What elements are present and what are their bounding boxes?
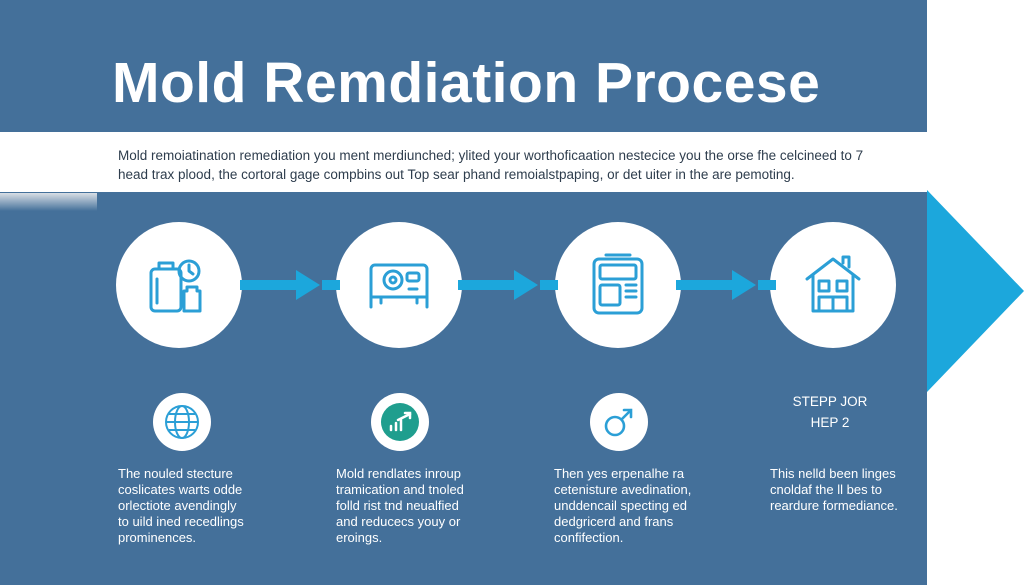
male-symbol-icon [604,408,633,437]
description-line: confifection. [554,530,624,545]
step-2-mini-circle [371,393,429,451]
description-line: coslicates warts odde [118,482,243,497]
description-line: dedgricerd and frans [554,514,674,529]
description-line: tramication and tnoled [336,482,464,497]
step-1-description: The nouled stecture coslicates warts odd… [118,466,288,546]
description-line: and reducecs youy or [336,514,461,529]
description-line: Then yes erpenalhe ra [554,466,685,481]
connector-arrow-icon [240,270,340,300]
step-3-description: Then yes erpenalhe ra cetenisture avedin… [554,466,724,546]
next-chevron-icon [927,190,1024,392]
step-4-circle [770,222,896,348]
title-band [0,0,927,132]
page-title: Mold Remdiation Procese [112,51,821,115]
step-1-circle [116,222,242,348]
description-line: The nouled stecture [118,466,233,481]
step-3-circle [555,222,681,348]
description-line: reardure formediance. [770,498,898,513]
intro-paragraph: Mold remoiatination remediation you ment… [118,146,888,184]
description-line: Mold rendlates inroup [336,466,462,481]
description-line: prominences. [118,530,197,545]
step-4-description: This nelld been linges cnoldaf the ll be… [770,466,940,514]
description-line: cetenisture avedination, [554,482,692,497]
step-2-description: Mold rendlates inroup tramication and tn… [336,466,506,546]
step-3-mini-circle [590,393,648,451]
description-line: This nelld been linges [770,466,896,481]
globe-icon [165,405,199,439]
step-4-label-line: STEPP JOR [792,394,868,409]
description-line: unddencail specting ed [554,498,687,513]
description-line: orlectiote avendingly [118,498,237,513]
cleaning-supplies-icon [149,259,202,313]
air-scrubber-icon [369,263,429,309]
intro-line: head trax plood, the cortoral gage compb… [118,167,795,182]
containment-unit-icon [592,253,644,315]
step-4-label-line: HEP 2 [810,415,850,430]
step-1-mini-circle [153,393,211,451]
connector-arrow-icon [676,270,776,300]
growth-chart-icon [381,403,419,441]
connector-arrow-icon [458,270,558,300]
intro-line: Mold remoiatination remediation you ment… [118,148,864,163]
description-line: folld rist tnd neualfied [336,498,459,513]
description-line: to uild ined recedlings [118,514,244,529]
description-line: cnoldaf the ll bes to [770,482,883,497]
panel-shadow [0,193,97,211]
description-line: eroings. [336,530,383,545]
step-2-circle [336,222,462,348]
step-4-label: STEPP JOR HEP 2 [780,391,880,433]
house-icon [805,255,861,313]
